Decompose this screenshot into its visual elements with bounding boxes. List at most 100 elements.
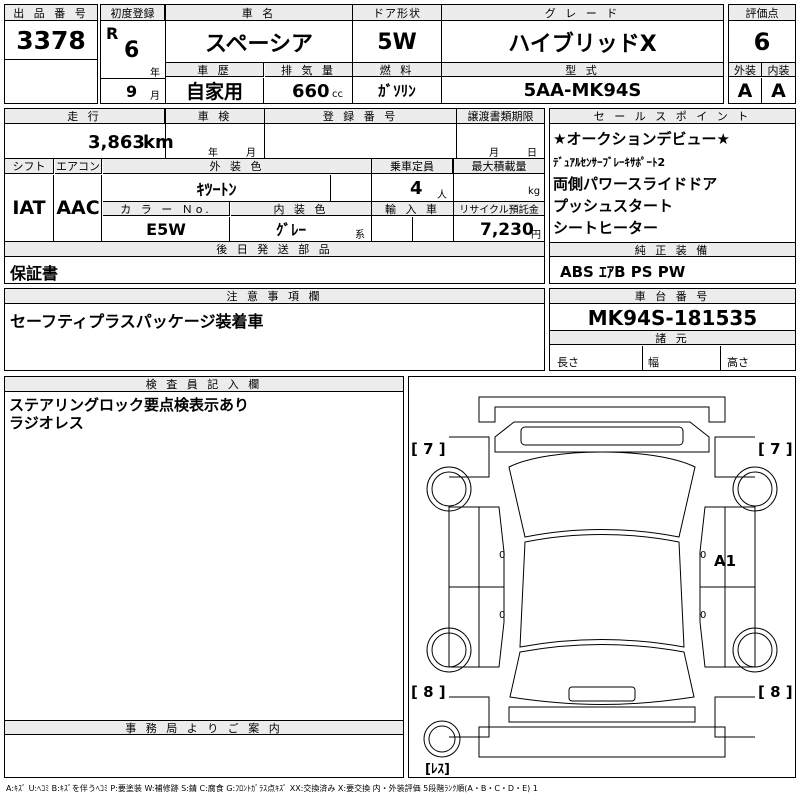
int-color-label: 内 装 色 [231,202,371,216]
history-label: 車 歴 [166,63,264,77]
zero-mark-3: 0 [700,550,707,561]
ext-color: ｷﾂｰﾄﾝ [103,175,331,201]
sales-points-label: セ ー ル ス ポ イ ン ト [550,109,795,124]
lot-label: 出 品 番 号 [5,5,97,21]
int-color: ｸﾞﾚｰ [275,220,306,239]
year-unit: 年 [150,68,160,79]
zero-mark-4: 0 [700,610,707,621]
recycle-label: リサイクル預託金 [454,202,544,216]
recycle-unit: 円 [531,230,541,241]
legend: A:ｷｽﾞ U:ﾍｺﾐ B:ｷｽﾞを伴うﾍｺﾐ P:要塗装 W:補修跡 S:錆 … [6,784,538,793]
genuine-equipment-label: 純 正 装 備 [550,242,795,257]
model: 5AA-MK94S [523,80,642,101]
genuine-equipment: ABS ｴｱB PS PW [560,263,686,281]
ext-color-label: 外 装 色 [103,159,371,174]
tire-rear-right: [ 8 ] [758,683,793,701]
car-diagram [423,396,778,758]
ac: AAC [55,175,102,241]
tire-front-left: [ 7 ] [411,440,446,458]
max-load-label: 最大積載量 [454,159,544,174]
chassis-label: 車 台 番 号 [550,289,795,304]
sales-point-3: 両側パワースライドドア [553,175,718,193]
sales-point-5: シートヒーター [553,219,659,237]
import-label: 輸 入 車 [372,202,453,216]
car-name: スペーシア [204,32,314,57]
transfer-month-unit: 月 [489,148,499,159]
diagram-box [408,376,796,778]
tire-front-right: [ 7 ] [758,440,793,458]
recycle: 7,230 [480,220,534,240]
zero-mark-2: 0 [499,610,506,621]
lot-number: 3378 [5,22,97,60]
inspector-line-1: ステアリングロック要点検表示あり [9,396,250,414]
door-label: ドア形状 [353,5,441,21]
first-reg-month: 9 [126,82,138,101]
office-label: 事 務 局 よ り ご 案 内 [5,720,403,735]
mileage-unit: km [143,132,174,153]
detail-block [4,108,545,284]
inspector-line-2: ラジオレス [9,414,84,432]
color-no-label: カ ラ ー Ｎo. [103,202,230,216]
capacity-unit: 人 [437,190,447,201]
sales-point-1: ★オークションデビュー★ [553,130,730,148]
sales-points-box [549,108,796,284]
displacement: 660 [292,81,330,102]
transfer-label: 譲渡書類期限 [457,109,544,124]
model-label: 型 式 [442,63,723,77]
score: 6 [753,28,771,56]
ac-label: エアコン [55,159,102,174]
mileage-label: 走 行 [5,109,165,124]
car-name-label: 車 名 [166,5,352,21]
int-score-label: 内装 [762,63,795,77]
fuel: ｶﾞｿﾘﾝ [378,82,416,100]
transfer-day-unit: 日 [527,148,537,159]
inspection-month-unit: 月 [246,148,256,159]
later-parts-label: 後 日 発 送 部 品 [5,242,544,257]
grade-label: グ レ ー ド [442,5,723,21]
notes: セーフティプラスパッケージ装着車 [10,312,264,331]
max-load-unit: kg [528,186,541,197]
mileage: 3,863 [88,132,145,153]
specs-label: 諸 元 [550,330,795,345]
displacement-label: 排 気 量 [265,63,352,77]
chassis-number: MK94S-181535 [587,305,758,330]
score-label: 評価点 [729,5,795,21]
ext-score: A [729,78,762,103]
displacement-unit: cc [332,89,343,100]
int-color-unit: 系 [355,230,365,241]
history: 自家用 [166,78,264,103]
shift-label: シフト [5,159,54,174]
color-no: E5W [103,217,230,241]
capacity-label: 乗車定員 [372,159,453,174]
notes-label: 注 意 事 項 欄 [5,289,544,304]
spec-height: 高さ [727,356,749,369]
zero-mark-1: 0 [499,550,506,561]
later-parts: 保証書 [10,264,59,283]
notes-box [4,288,545,371]
ext-score-label: 外装 [729,63,762,77]
top-block [100,4,724,104]
fuel-label: 燃 料 [353,63,441,77]
reg-no-label: 登 録 番 号 [265,109,456,124]
inspector-label: 検 査 員 記 入 欄 [5,377,403,392]
spec-width: 幅 [648,356,659,369]
first-reg-label: 初度登録 [101,5,165,21]
sales-point-4: プッシュスタート [553,197,674,215]
sales-point-2: ﾃﾞｭｱﾙｾﾝｻｰﾌﾞﾚｰｷｻﾎﾟｰﾄ2 [553,156,666,169]
inspection-label: 車 検 [166,109,264,124]
month-unit: 月 [150,91,160,102]
score-box [728,4,796,104]
spec-length: 長さ [557,356,579,369]
first-reg-year: 6 [124,38,140,63]
spare-tire: [ﾚｽ] [425,762,450,777]
tire-rear-left: [ 8 ] [411,683,446,701]
damage-mark-a1: A1 [714,552,737,570]
shift: IAT [5,175,54,241]
chassis-box [549,288,796,371]
capacity: 4 [410,178,423,199]
lot-box [4,4,98,104]
grade: ハイブリッドX [508,32,657,57]
int-score: A [771,79,786,102]
door-type: 5W [377,29,417,55]
first-reg-era: R [106,24,119,43]
